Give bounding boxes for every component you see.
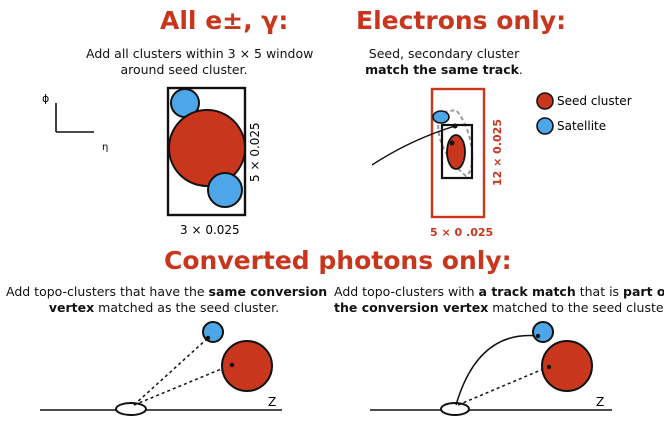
right-dashed-to-seed [457, 366, 549, 406]
left-satellite-cluster [202, 321, 224, 343]
electron-description-bold: match the same track [365, 62, 519, 77]
converted-right-line2: the conversion vertex matched to the see… [334, 300, 664, 316]
eta-axis-label: η [102, 142, 108, 153]
converted-right-text-a: Add topo-clusters with [334, 284, 479, 299]
electron-window-height-label: 12 × 0.025 [491, 119, 504, 186]
title-converted-photons: Converted photons only: [164, 246, 512, 275]
satellite-cluster-bottom [207, 172, 243, 208]
title-all-particles: All e±, γ: [160, 6, 289, 35]
right-dot-seed [546, 364, 552, 370]
all-description-line2: around seed cluster. [120, 62, 248, 77]
seed-cluster [168, 109, 246, 187]
legend-satellite-marker [536, 117, 554, 135]
eta-phi-axes: ϕ η [42, 92, 108, 153]
converted-left-bold-vertex: vertex [48, 300, 95, 315]
right-conversion-vertex [440, 402, 470, 416]
electron-window-panel: 5 × 0 .025 12 × 0.025 [371, 87, 504, 239]
electron-description-line2: match the same track. [356, 62, 532, 78]
converted-right-text-c: that is [575, 284, 624, 299]
window-5x12-box [430, 87, 486, 219]
converted-right-description: Add topo-clusters with a track match tha… [334, 284, 664, 316]
legend-satellite-label: Satellite [557, 119, 606, 133]
legend: Seed cluster Satellite [536, 92, 632, 135]
right-satellite-cluster [532, 321, 554, 343]
window-height-label: 5 × 0.025 [248, 122, 262, 182]
converted-left-description: Add topo-clusters that have the same con… [6, 284, 327, 316]
converted-left-text-end: matched as the seed cluster. [94, 300, 280, 315]
left-dot-seed [229, 362, 235, 368]
electron-description-line1: Seed, secondary cluster [368, 46, 520, 61]
title-electrons-only: Electrons only: [356, 6, 567, 35]
legend-seed-marker [536, 92, 554, 110]
left-dashed-to-seed [133, 364, 232, 406]
electron-track [371, 125, 456, 166]
electron-window-width-label: 5 × 0 .025 [430, 226, 493, 239]
electron-description: Seed, secondary cluster match the same t… [356, 46, 532, 78]
track-point-satellite [452, 123, 458, 129]
right-dot-satellite [535, 333, 541, 339]
left-conversion-vertex [115, 402, 147, 416]
window-width-label: 3 × 0.025 [180, 223, 240, 237]
left-dot-satellite [205, 335, 211, 341]
converted-left-line1: Add topo-clusters that have the same con… [6, 284, 327, 300]
all-description: Add all clusters within 3 × 5 window aro… [86, 46, 314, 78]
converted-right-diagram: Z [370, 321, 612, 416]
electron-seed-cluster [446, 134, 466, 170]
phi-axis-label: ϕ [42, 92, 49, 105]
left-dashed-to-satellite [133, 336, 210, 406]
converted-right-text-end: matched to the seed cluster. [488, 300, 664, 315]
electron-description-end: . [518, 62, 523, 77]
right-track-to-satellite [455, 334, 539, 406]
legend-seed-label: Seed cluster [557, 94, 632, 108]
converted-right-bold-partof: part of [623, 284, 664, 299]
all-description-line1: Add all clusters within 3 × 5 window [86, 46, 314, 61]
right-z-axis-label: Z [596, 395, 604, 409]
converted-left-line2: vertex matched as the seed cluster. [6, 300, 322, 316]
left-seed-cluster [221, 340, 273, 392]
right-seed-cluster [541, 340, 593, 392]
left-z-axis-label: Z [268, 395, 276, 409]
converted-left-text-a: Add topo-clusters that have the [6, 284, 209, 299]
converted-left-bold-b: same conversion [208, 284, 328, 299]
track-point-seed [449, 140, 455, 146]
converted-left-diagram: Z [40, 321, 282, 416]
converted-right-bold-track: a track match [478, 284, 576, 299]
electron-satellite-cluster [432, 110, 450, 124]
converted-right-bold-vertex: the conversion vertex [334, 300, 489, 315]
converted-right-line1: Add topo-clusters with a track match tha… [334, 284, 664, 300]
all-window-panel: 3 × 0.025 5 × 0.025 [166, 86, 262, 237]
